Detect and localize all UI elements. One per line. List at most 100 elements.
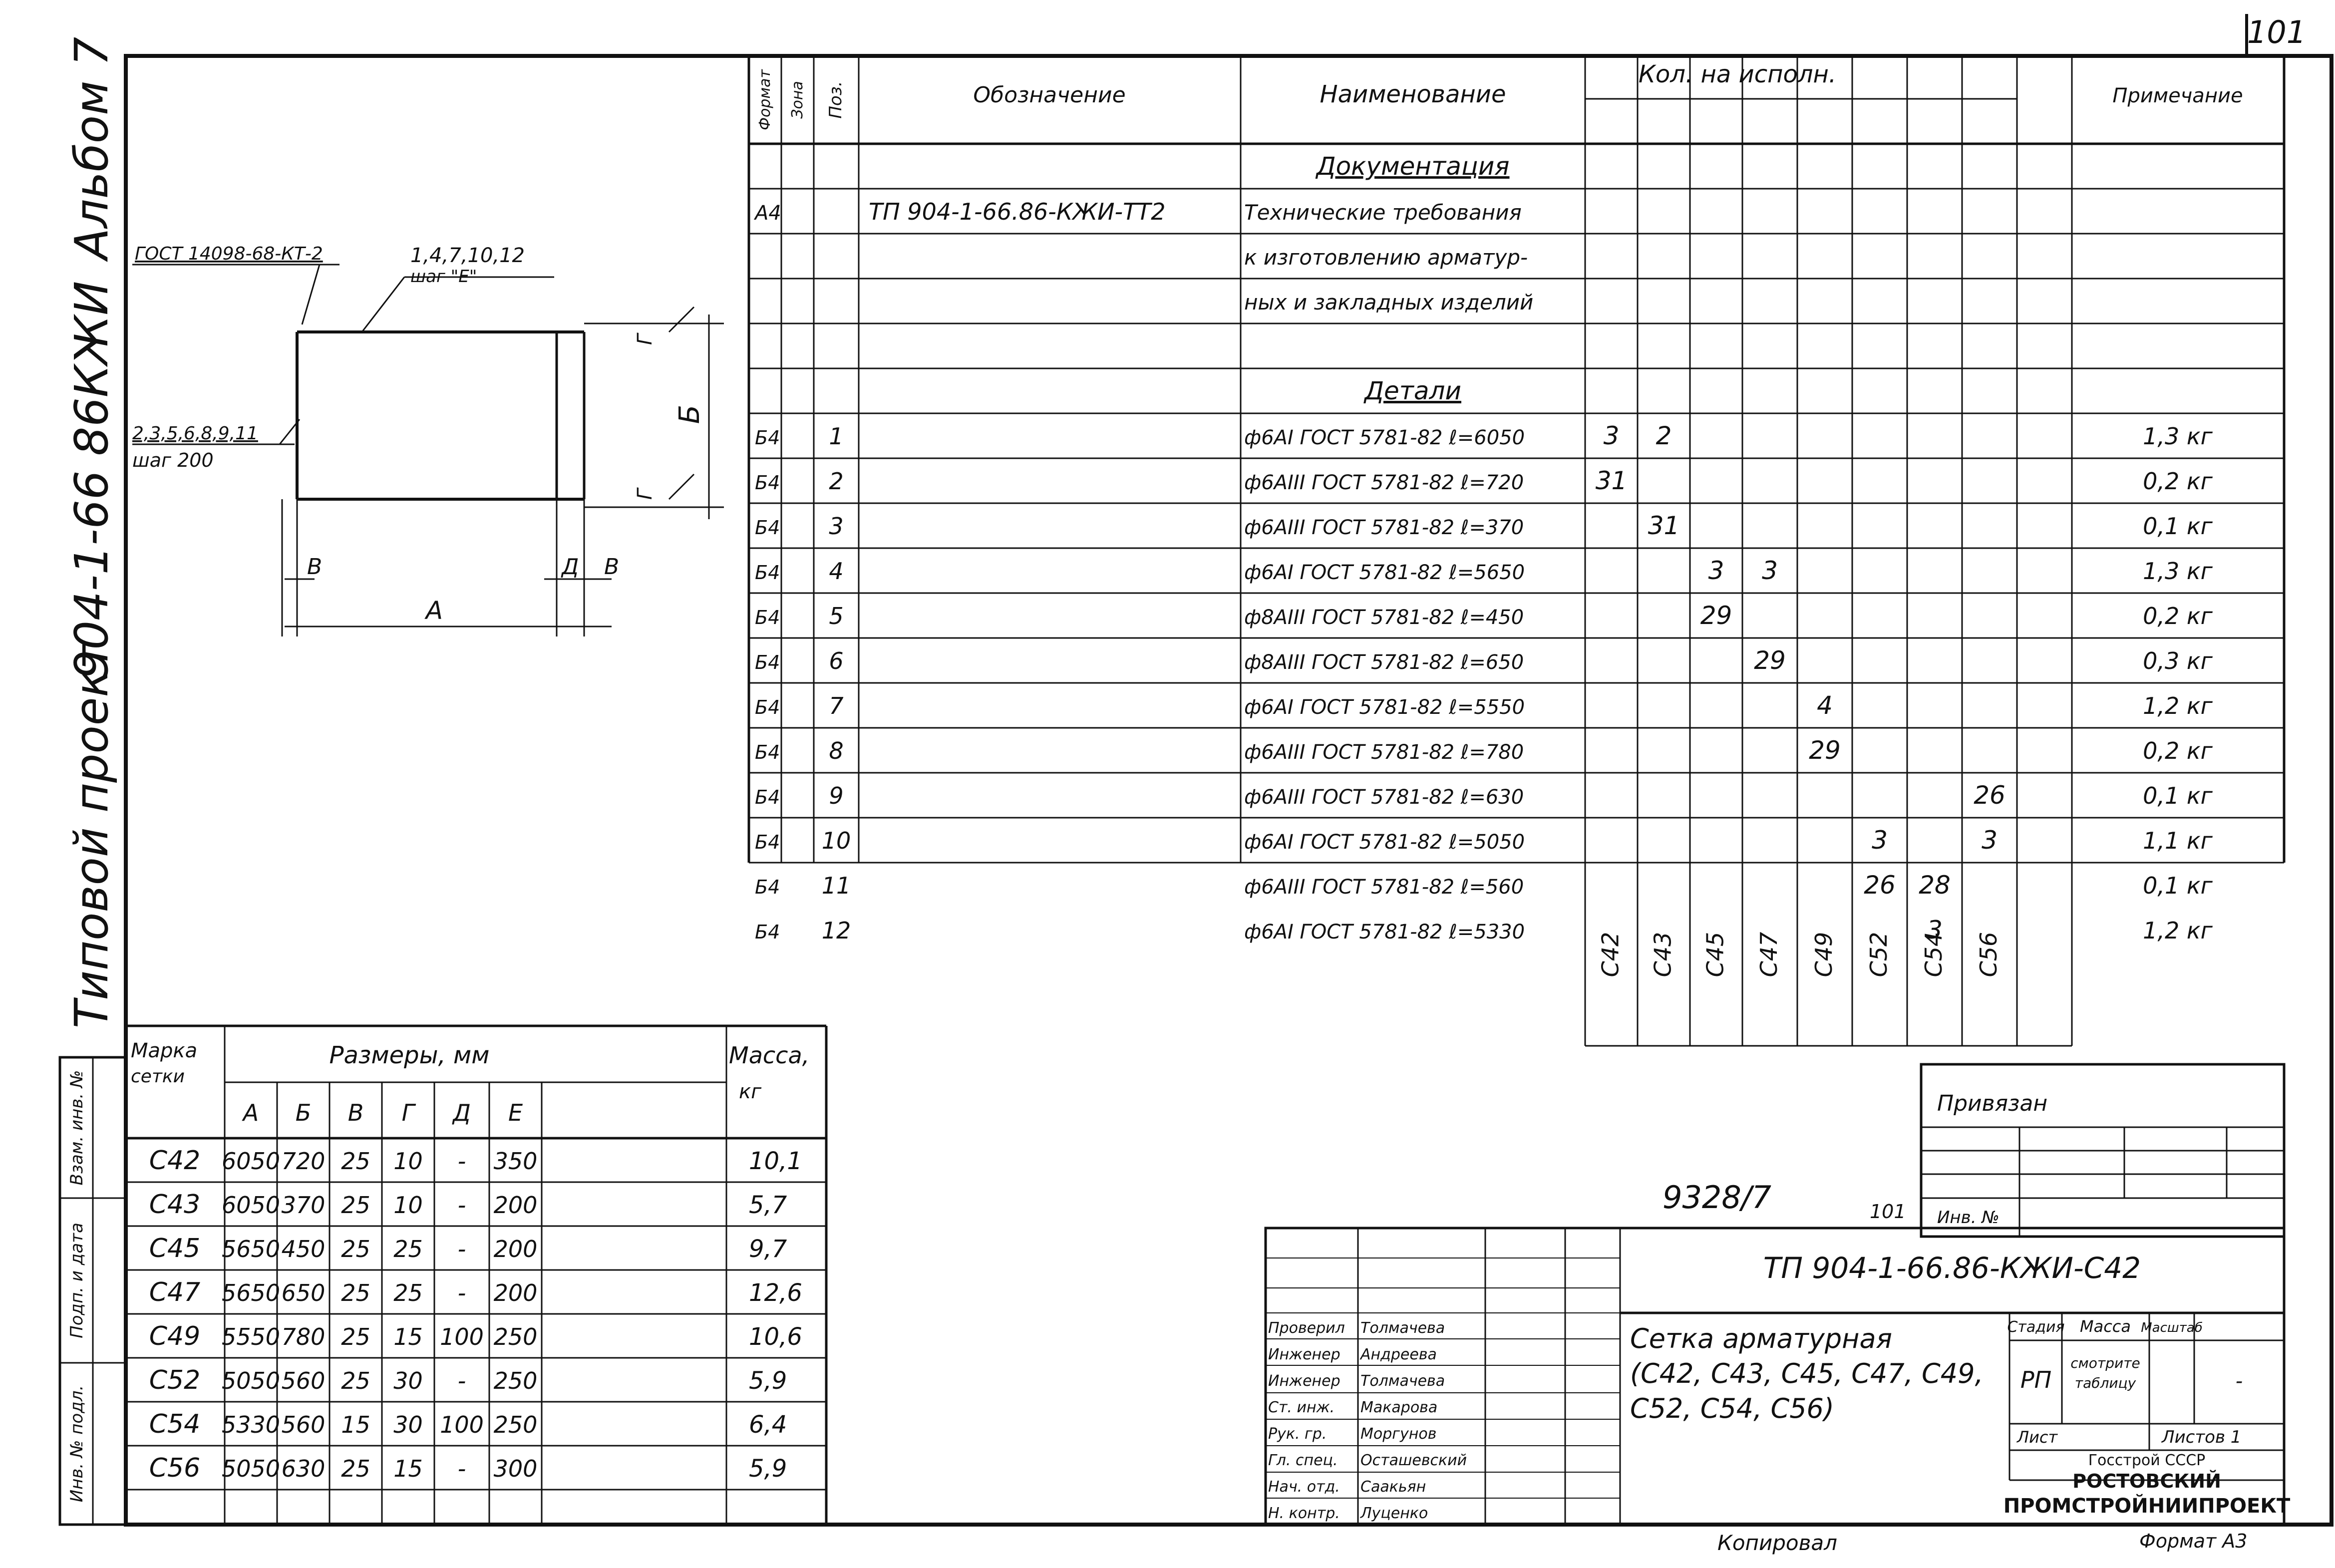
size-value: 6050 — [222, 1192, 280, 1219]
stamp-sheets: Листов 1 — [2161, 1427, 2241, 1447]
size-sizes-header: Размеры, мм — [330, 1041, 490, 1069]
row-qty: 31 — [1596, 466, 1628, 495]
dim-a-label: А — [424, 596, 443, 625]
row-note: 1,2 кг — [2143, 692, 2213, 719]
size-value: - — [458, 1367, 466, 1394]
row-name: ф6АI ГОСТ 5781-82 ℓ=5050 — [1244, 831, 1525, 854]
stamp-stage: РП — [2020, 1366, 2051, 1393]
variant-label: С56 — [1975, 932, 2002, 977]
variant-label: С47 — [1755, 932, 1782, 977]
dim-d-label: Д — [561, 554, 579, 580]
row-name: ф6АI ГОСТ 5781-82 ℓ=5330 — [1244, 921, 1525, 943]
size-mark: С52 — [149, 1365, 200, 1395]
variant-label: С45 — [1702, 932, 1729, 977]
variant-label: С49 — [1810, 932, 1837, 977]
inv-no-label: Инв. № — [1937, 1208, 2000, 1228]
size-value: - — [458, 1192, 466, 1219]
size-mass: 5,9 — [749, 1455, 787, 1483]
size-value: 200 — [494, 1192, 538, 1219]
stamp-designation: ТП 904-1-66.86-КЖИ-С42 — [1763, 1251, 2141, 1285]
size-value: 650 — [282, 1279, 326, 1306]
row-format: Б4 — [755, 427, 780, 449]
size-value: 25 — [341, 1192, 370, 1219]
row-note: 1,3 кг — [2143, 423, 2213, 450]
size-value: - — [458, 1236, 466, 1262]
outer-frame — [124, 54, 2334, 1527]
dim-b-label: Б — [673, 405, 706, 424]
size-value: 10 — [393, 1148, 423, 1175]
dim-g-label: Г — [634, 487, 657, 500]
row-format: Б4 — [755, 651, 780, 673]
row-pos: 5 — [829, 603, 843, 629]
size-col-label: Д — [452, 1099, 471, 1126]
stamp-sheet: Лист — [2016, 1428, 2058, 1447]
dim-v-label: В — [604, 554, 619, 580]
size-value: 25 — [341, 1455, 370, 1482]
size-mass: 5,7 — [749, 1191, 787, 1219]
row-qty: 29 — [1809, 736, 1841, 765]
size-value: 100 — [440, 1411, 484, 1438]
size-value: 200 — [494, 1236, 538, 1262]
row-pos: 3 — [829, 513, 843, 540]
size-value: - — [458, 1455, 466, 1482]
stamp-role: Гл. спец. — [1268, 1452, 1337, 1469]
row-pos: 12 — [822, 917, 851, 944]
row-qty: 28 — [1919, 871, 1951, 900]
row-pos: 11 — [822, 872, 851, 899]
variant-label: С52 — [1865, 932, 1892, 977]
privyazan-label: Привязан — [1937, 1091, 2047, 1116]
stamp-role: Ст. инж. — [1268, 1399, 1334, 1416]
row-qty: 3 — [1982, 826, 1998, 855]
size-value: 6050 — [222, 1148, 280, 1175]
stamp-role: Н. контр. — [1268, 1505, 1340, 1522]
left-strip-label: Взам. инв. № — [67, 1070, 87, 1186]
row-name: ф6АIII ГОСТ 5781-82 ℓ=720 — [1244, 471, 1524, 494]
dim-v-label: В — [307, 554, 322, 580]
page-number: 101 — [2247, 14, 2306, 50]
size-value: 5550 — [222, 1323, 280, 1350]
size-value: 15 — [393, 1323, 423, 1350]
stamp-role: Инженер — [1268, 1372, 1340, 1390]
row-format: Б4 — [755, 562, 780, 584]
stamp-mass-value: таблицу — [2075, 1375, 2136, 1391]
row-qty: 29 — [1754, 646, 1786, 675]
size-mark: С42 — [149, 1146, 200, 1176]
row-format: Б4 — [755, 876, 780, 898]
size-value: 30 — [393, 1367, 423, 1394]
header-zone: Зона — [789, 81, 806, 119]
stamp-name: Андреева — [1359, 1346, 1437, 1363]
size-value: 350 — [494, 1148, 538, 1175]
doc-name-line: Технические требования — [1244, 200, 1522, 225]
size-value: 15 — [341, 1411, 370, 1438]
row-format: Б4 — [755, 921, 780, 943]
size-value: 30 — [393, 1411, 423, 1438]
size-value: - — [458, 1279, 466, 1306]
row-qty: 3 — [1927, 916, 1943, 944]
size-mark: С54 — [149, 1409, 200, 1439]
row-pos: 2 — [829, 468, 843, 495]
size-value: 25 — [341, 1148, 370, 1175]
row-pos: 6 — [829, 647, 843, 674]
stamp-name: Макарова — [1360, 1399, 1437, 1416]
row-pos: 10 — [822, 827, 851, 854]
table-grids — [58, 56, 2286, 1526]
size-value: 25 — [393, 1279, 423, 1306]
row-note: 0,2 кг — [2143, 468, 2213, 495]
size-value: 15 — [393, 1455, 423, 1482]
stamp-name: Осташевский — [1360, 1452, 1467, 1469]
size-value: 200 — [494, 1279, 538, 1306]
header-designation: Обозначение — [973, 82, 1125, 108]
size-mark-header: сетки — [131, 1066, 185, 1087]
size-value: 25 — [341, 1236, 370, 1262]
size-value: 450 — [282, 1236, 326, 1262]
stamp-scale-value: - — [2236, 1370, 2243, 1393]
row-format: Б4 — [755, 786, 780, 808]
size-value: 25 — [341, 1323, 370, 1350]
size-value: 630 — [282, 1455, 326, 1482]
row-note: 1,2 кг — [2143, 917, 2213, 944]
stamp-role: Рук. гр. — [1268, 1425, 1327, 1443]
variant-label: С42 — [1597, 932, 1624, 977]
size-value: 250 — [494, 1411, 538, 1438]
size-col-label: Б — [296, 1099, 312, 1126]
size-value: 250 — [494, 1323, 538, 1350]
